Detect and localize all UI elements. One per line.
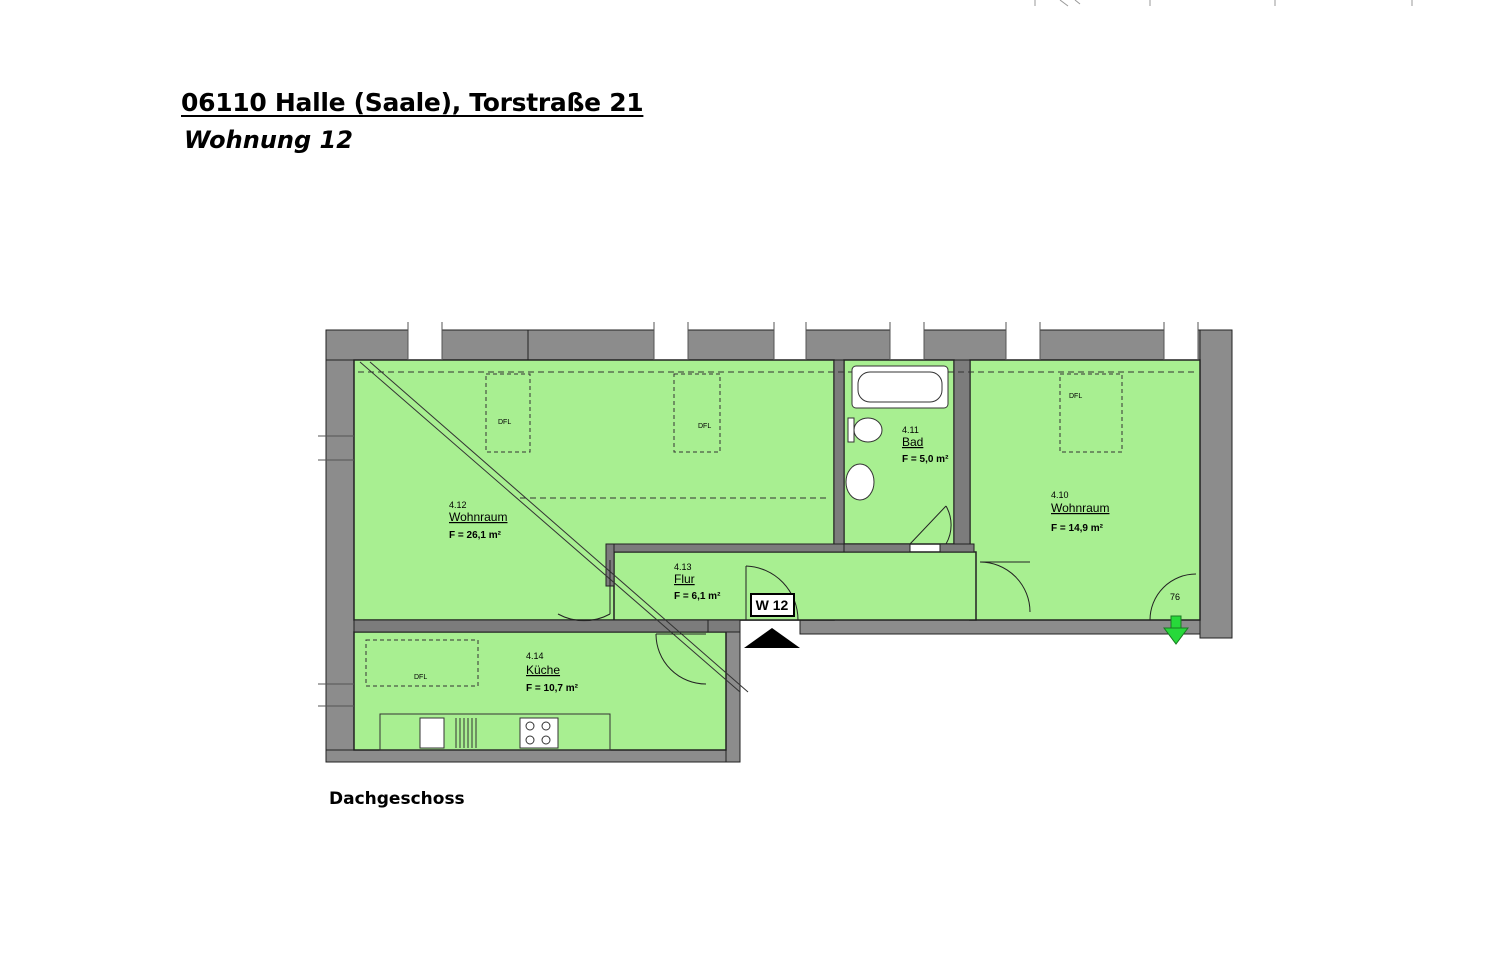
room-number: 4.10 <box>1051 490 1069 500</box>
room-name: Bad <box>902 435 923 449</box>
exit-arrow-icon <box>1163 615 1189 645</box>
room-number: 4.14 <box>526 651 544 661</box>
room-number: 4.11 <box>902 425 919 435</box>
entrance-arrow <box>744 628 800 648</box>
room-name: Wohnraum <box>449 510 507 524</box>
room-area: F = 10,7 m² <box>526 683 579 694</box>
room-area: F = 5,0 m² <box>902 454 949 465</box>
room-number: 4.13 <box>674 562 692 572</box>
room-fills <box>353 359 1201 751</box>
apartment-tag-box <box>750 593 795 617</box>
frame-marks <box>1034 0 1413 7</box>
skylight-label: DFL <box>1069 393 1082 400</box>
unit-subtitle: Wohnung 12 <box>184 126 353 154</box>
washbasin <box>845 463 875 501</box>
kitchen-counter <box>379 713 611 751</box>
skylight-label: DFL <box>414 674 427 681</box>
room-area: F = 14,9 m² <box>1051 523 1104 534</box>
room-area: F = 26,1 m² <box>449 530 502 541</box>
skylight-label: DFL <box>698 423 711 430</box>
room-name: Flur <box>674 572 695 586</box>
room-area: F = 6,1 m² <box>674 591 721 602</box>
bathtub <box>851 365 949 409</box>
windows <box>318 322 1199 707</box>
apartment-tag: W 12 <box>756 597 789 613</box>
toilet <box>853 417 883 443</box>
diagonal-beam <box>359 361 749 693</box>
floor-label: Dachgeschoss <box>329 789 465 809</box>
dimension-label: 76 <box>1170 592 1180 602</box>
skylights <box>365 373 1123 687</box>
bath-fixtures <box>845 365 949 501</box>
address-title: 06110 Halle (Saale), Torstraße 21 <box>181 88 644 117</box>
room-name: Wohnraum <box>1051 501 1109 515</box>
room-name: Küche <box>526 663 560 677</box>
doors <box>557 505 1197 685</box>
room-number: 4.12 <box>449 500 467 510</box>
roof-slope-lines <box>358 371 1196 499</box>
interior-walls <box>353 359 975 633</box>
skylight-label: DFL <box>498 419 511 426</box>
room-wohnraum-410 <box>969 359 1201 621</box>
